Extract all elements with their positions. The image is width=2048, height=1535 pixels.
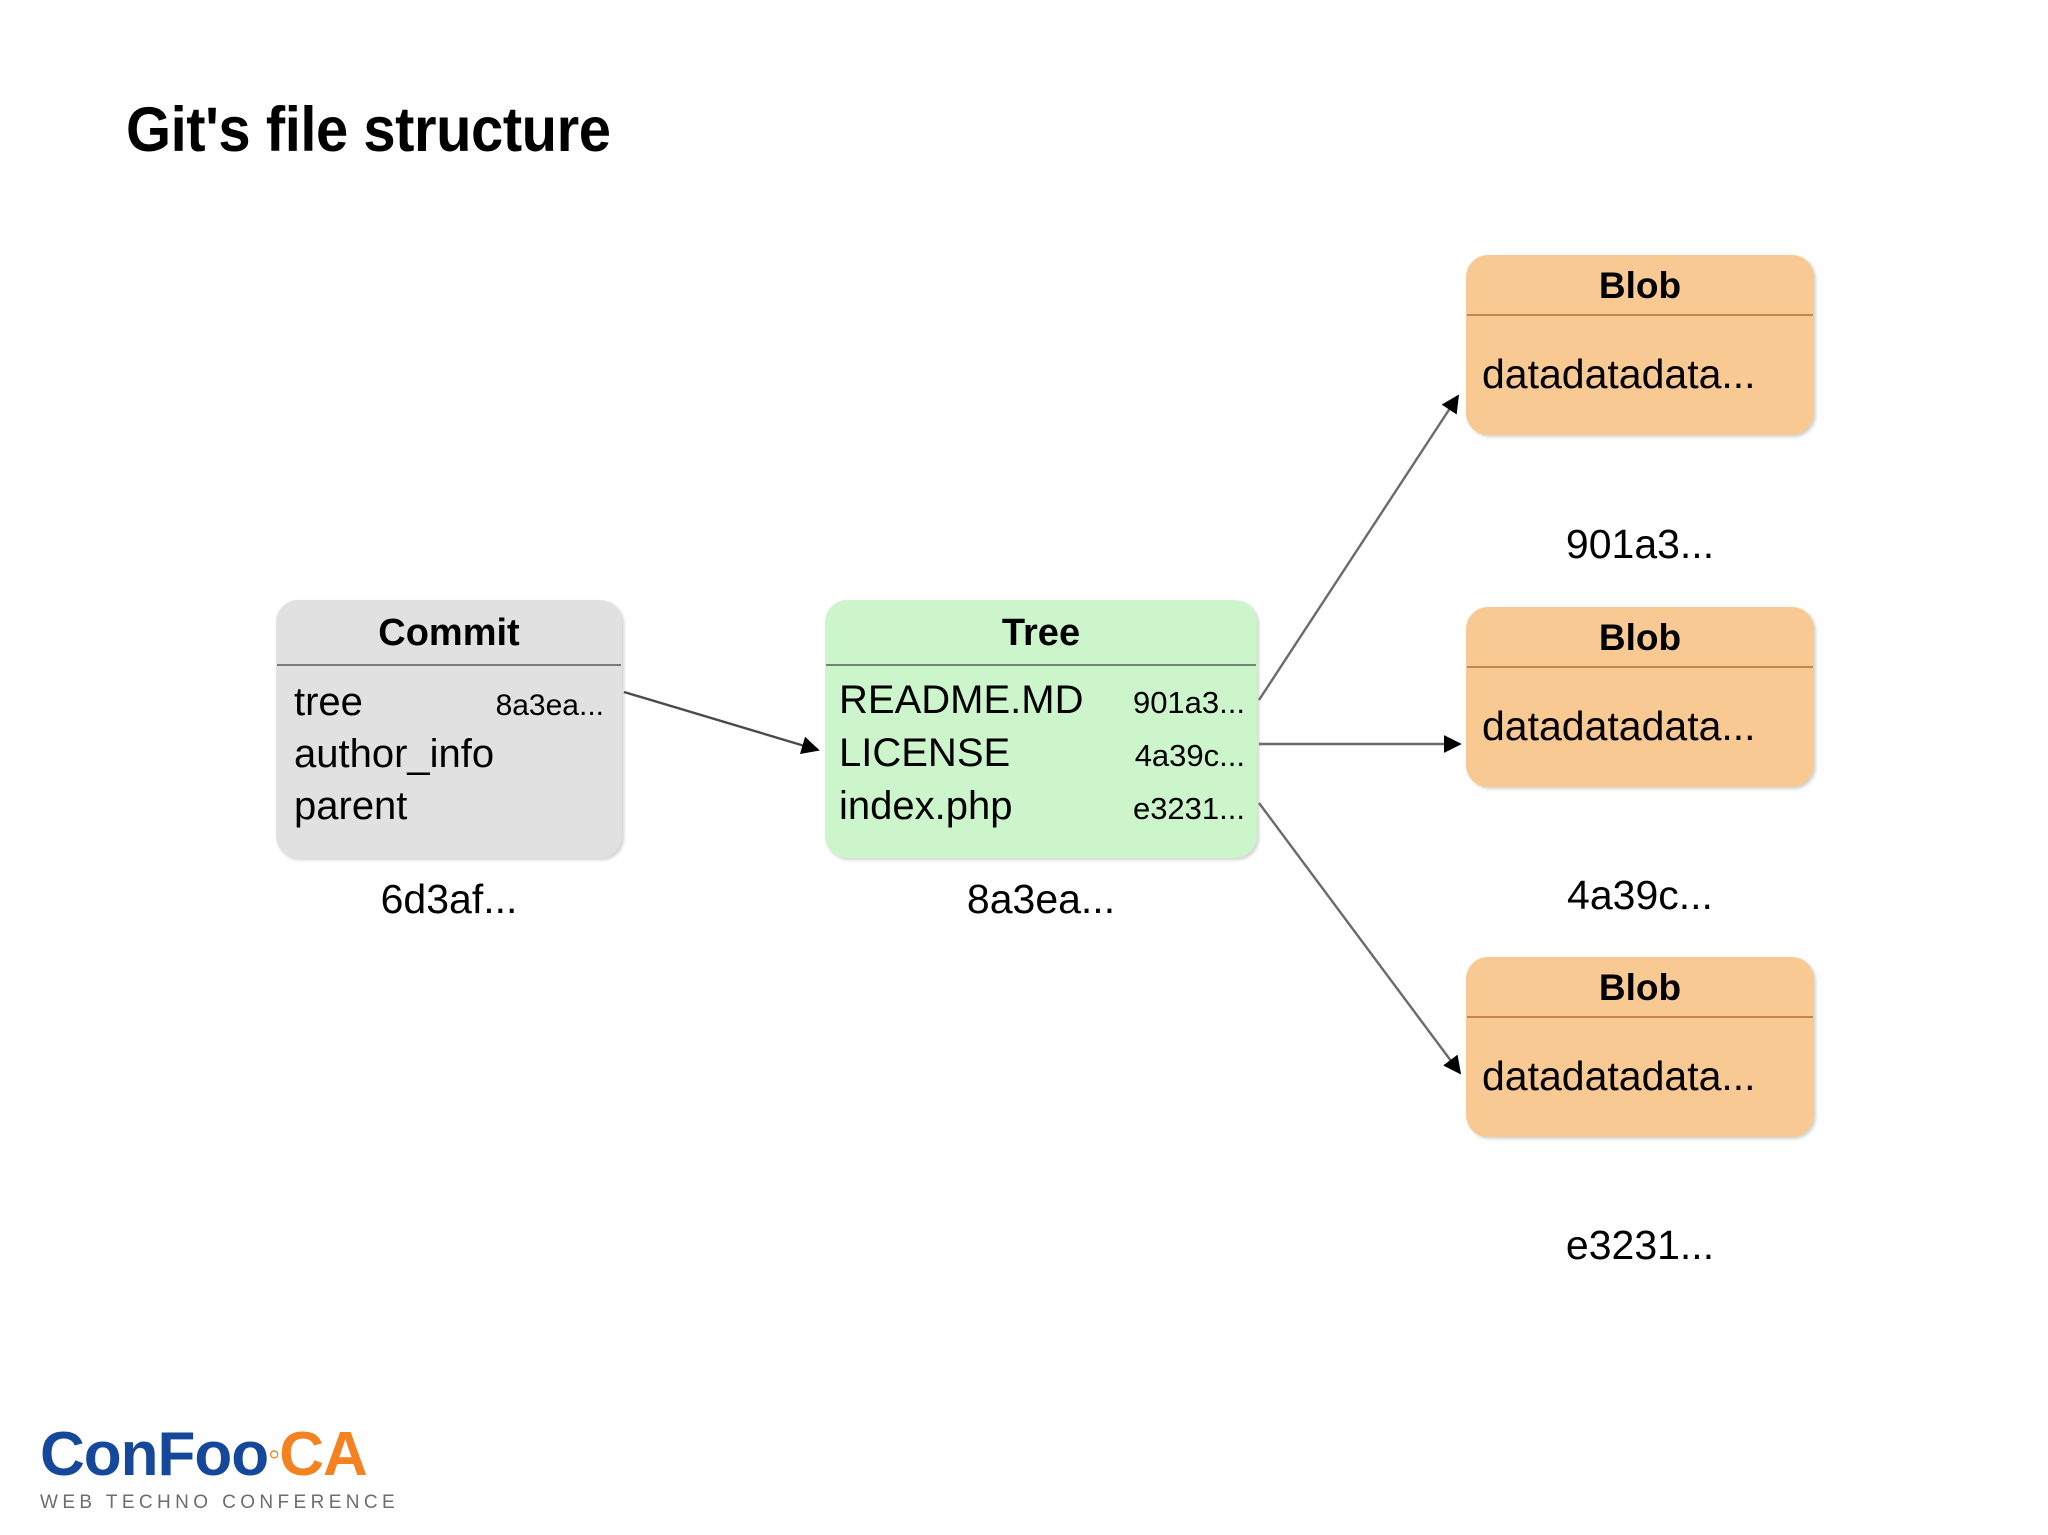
commit-row-parent: parent (294, 784, 604, 836)
tree-row-readme-key: README.MD (839, 678, 1084, 722)
confoo-wordmark-ca: CA (279, 1420, 368, 1489)
commit-row-author-info-key: author_info (294, 732, 495, 776)
tree-row-license: LICENSE 4a39c... (839, 731, 1245, 784)
blob-node-1-divider (1467, 314, 1813, 316)
tree-row-license-key: LICENSE (839, 731, 1011, 775)
arrow-commit-to-tree (623, 690, 820, 754)
commit-node-header: Commit (378, 612, 520, 654)
tree-row-readme: README.MD 901a3... (839, 678, 1245, 731)
tree-row-index-php-value: e3231... (1132, 791, 1245, 826)
commit-row-tree: tree 8a3ea... (294, 680, 604, 732)
confoo-wordmark: ConFoo◦CA (40, 1424, 420, 1486)
blob-node-1[interactable]: Blob datadatadata... (1466, 255, 1814, 435)
tree-node[interactable]: Tree README.MD 901a3... LICENSE 4a39c...… (825, 600, 1257, 858)
confoo-wordmark-con: ConFoo (40, 1420, 269, 1489)
tree-node-divider (826, 664, 1256, 666)
commit-node-caption: 6d3af... (380, 876, 518, 922)
blob-node-2[interactable]: Blob datadatadata... (1466, 607, 1814, 787)
blob-node-2-caption: 4a39c... (1567, 872, 1713, 918)
tree-row-license-value: 4a39c... (1134, 738, 1245, 773)
blob-node-1-body: datadatadata... (1482, 350, 1756, 397)
blob-node-3-header: Blob (1598, 967, 1682, 1008)
blob-node-3-divider (1467, 1016, 1813, 1018)
tree-node-caption: 8a3ea... (966, 876, 1116, 922)
blob-node-2-body: datadatadata... (1482, 702, 1756, 749)
page-title: Git's file structure (126, 95, 611, 165)
tree-row-index-php-key: index.php (839, 784, 1013, 828)
blob-node-2-divider (1467, 666, 1813, 668)
blob-node-1-caption: 901a3... (1565, 521, 1715, 567)
commit-node-body: tree 8a3ea... author_info parent (276, 666, 622, 836)
tree-node-header: Tree (1001, 612, 1081, 654)
tree-row-index-php: index.php e3231... (839, 784, 1245, 837)
blob-node-2-header: Blob (1598, 617, 1682, 658)
commit-row-tree-value: 8a3ea... (495, 689, 604, 722)
commit-row-author-info: author_info (294, 732, 604, 784)
tree-node-body: README.MD 901a3... LICENSE 4a39c... inde… (825, 666, 1257, 837)
commit-row-parent-key: parent (294, 784, 408, 828)
blob-node-3-body: datadatadata... (1482, 1052, 1756, 1099)
blob-node-1-header: Blob (1598, 265, 1682, 306)
confoo-wordmark-dot-icon: ◦ (268, 1435, 280, 1473)
commit-node[interactable]: Commit tree 8a3ea... author_info parent (276, 600, 622, 858)
blob-node-3[interactable]: Blob datadatadata... (1466, 957, 1814, 1137)
blob-node-3-caption: e3231... (1565, 1222, 1715, 1268)
commit-row-tree-key: tree (294, 680, 363, 724)
arrow-tree-to-blob-1 (1257, 394, 1460, 701)
confoo-tagline: WEB TECHNO CONFERENCE (40, 1492, 400, 1513)
commit-node-divider (277, 664, 621, 666)
arrow-tree-to-blob-3 (1258, 802, 1462, 1075)
tree-row-readme-value: 901a3... (1132, 685, 1245, 720)
confoo-logo: ConFoo◦CA WEB TECHNO CONFERENCE (40, 1424, 420, 1514)
